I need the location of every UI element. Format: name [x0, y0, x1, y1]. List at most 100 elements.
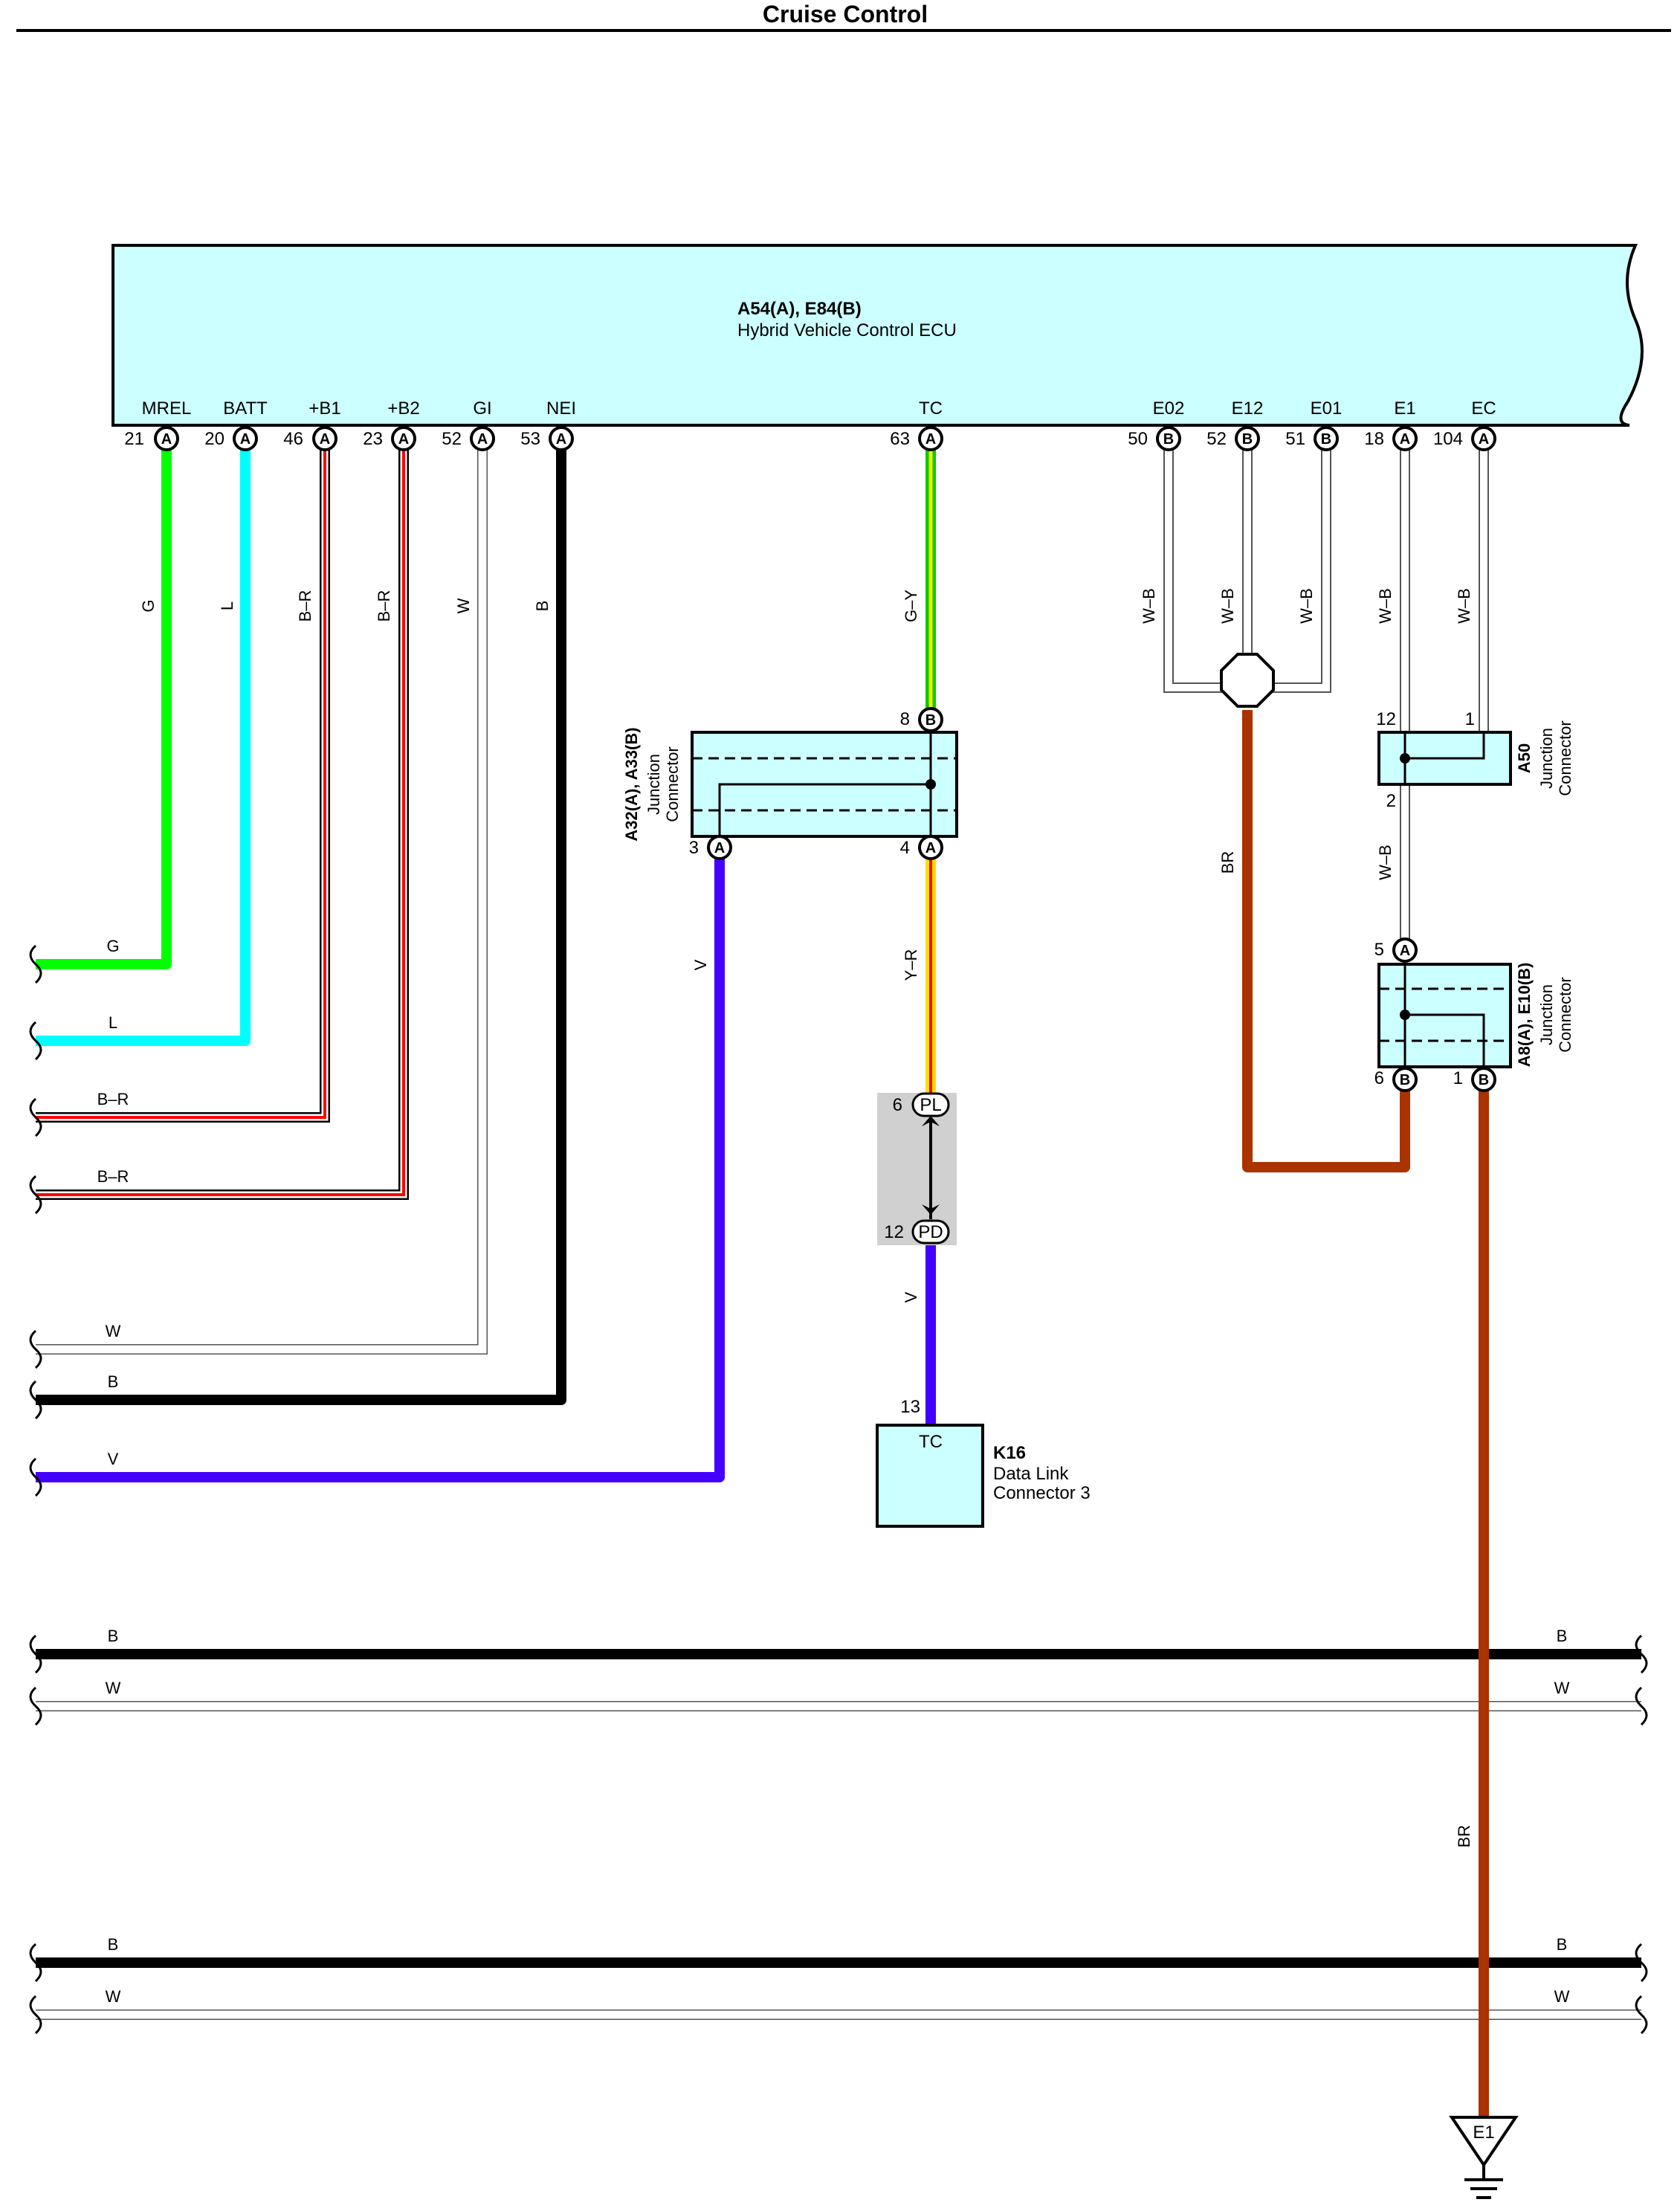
ecu-pin-num-e02: 50: [1128, 429, 1148, 449]
wire-label-dl-v: V: [902, 1291, 920, 1302]
bus-label-w1-left: W: [106, 1679, 121, 1697]
wire-label-a50-wb: W–B: [1376, 845, 1395, 880]
ecu-pin-name-e01: E01: [1311, 398, 1343, 419]
left-label-g: G: [106, 937, 119, 955]
wire-v-left: [36, 848, 725, 1482]
a50-pin2: 2: [1386, 791, 1396, 811]
j1-pin-a-circle: [707, 835, 732, 860]
ecu-pin-11-letter: A: [1479, 431, 1489, 448]
ecu-pin-num-b2: 23: [363, 429, 383, 449]
a8-pin-1-circle: [1471, 1067, 1496, 1092]
bus-label-w2-right: W: [1554, 1987, 1570, 2006]
ecu-pin-name-e1: E1: [1394, 398, 1415, 419]
ecu-pin-num-tc: 63: [890, 429, 910, 449]
wire-w: [36, 439, 488, 1355]
a8-pin5: 5: [1374, 940, 1384, 960]
ecu-pin-3-letter: A: [398, 431, 409, 448]
ecu-pin-num-nei: 53: [520, 429, 540, 449]
wire-label-splice-br: BR: [1218, 851, 1237, 874]
ecu-pin-9-circle: [1314, 426, 1339, 451]
j1-pin3-num: 3: [689, 838, 699, 858]
j1-pin8-num: 8: [900, 709, 910, 729]
left-label-br1: B–R: [97, 1090, 129, 1108]
wire-label-wb2: W–B: [1218, 588, 1237, 624]
ecu-pin-name-b1: +B1: [308, 398, 340, 419]
wire-label-gy: G–Y: [902, 590, 920, 622]
junction-a32-a33: A32(A), A33(B) Junction Connector 8 3 4: [622, 709, 958, 858]
left-label-v: V: [108, 1450, 119, 1468]
a8-pin6: 6: [1374, 1068, 1384, 1088]
j1-pin-in-circle: [918, 707, 943, 732]
ecu-pin-2-letter: A: [320, 431, 330, 448]
ecu-codes: A54(A), E84(B): [737, 299, 862, 319]
wire-label-br2: B–R: [375, 590, 393, 622]
ecu-pin-8-letter: B: [1242, 431, 1253, 448]
wire-l: [36, 439, 251, 1046]
connector-pl-pd: PL PD 6 12: [877, 1092, 957, 1245]
a8-pin-5-circle: [1392, 937, 1418, 963]
ecu-pin-0-circle: [154, 426, 179, 451]
ecu-pin-9-letter: B: [1321, 431, 1331, 448]
left-label-w: W: [106, 1322, 121, 1340]
bus-label-b2-left: B: [108, 1935, 119, 1954]
ecu-pin-4-circle: [470, 426, 495, 451]
ecu-pin-num-b1: 46: [283, 429, 303, 449]
a8-l2: Connector: [1556, 977, 1574, 1053]
wire-br-splice: [1242, 710, 1410, 1172]
a8-pin-1-letter: B: [1479, 1072, 1489, 1088]
bus-labels: B B W W B B W W: [106, 1627, 1570, 2006]
left-label-b: B: [108, 1372, 119, 1391]
j1-codes: A32(A), A33(B): [622, 727, 641, 841]
junction-a50: 12 1 2 A50 Junction Connector: [1376, 709, 1574, 811]
wire-label-w: W: [454, 598, 473, 613]
j1-pin-in-letter: B: [925, 712, 936, 729]
wire-label-l: L: [218, 601, 236, 610]
j1-pin-a-letter: A: [714, 840, 725, 856]
bus-label-w2-left: W: [106, 1987, 121, 2006]
a8-l1: Junction: [1537, 984, 1556, 1045]
ecu-name: Hybrid Vehicle Control ECU: [737, 320, 957, 340]
ecu-pin-name-b2: +B2: [387, 398, 419, 419]
ecu-pin-name-batt: BATT: [223, 398, 268, 419]
a8-codes: A8(A), E10(B): [1515, 963, 1534, 1068]
a8-pin1: 1: [1453, 1068, 1463, 1088]
wire-label-br1: B–R: [296, 590, 314, 622]
ground-label: E1: [1473, 2123, 1494, 2143]
wire-label-wb4: W–B: [1376, 588, 1395, 624]
ecu-pin-name-mrel: MREL: [142, 398, 192, 419]
j1-pin-b-circle: [918, 835, 943, 860]
pl-label: PL: [920, 1095, 941, 1115]
ecu-pin-6-letter: A: [925, 431, 936, 448]
ecu-box: [112, 244, 1644, 427]
wire-b: [36, 439, 566, 1405]
ecu-pin-num-e1: 18: [1364, 429, 1384, 449]
page-title: Cruise Control: [763, 1, 928, 28]
pd-label: PD: [918, 1222, 943, 1242]
bus-label-b1-right: B: [1557, 1627, 1568, 1645]
ecu-pins: MREL BATT +B1 +B2 GI NEI TC E02 E12 E01 …: [124, 398, 1496, 449]
bus-label-w1-right: W: [1554, 1679, 1570, 1697]
a50-l2: Connector: [1556, 720, 1574, 796]
wire-label-ground-br: BR: [1455, 1825, 1473, 1848]
a8-pin-5-letter: A: [1400, 943, 1410, 959]
a50-code: A50: [1515, 743, 1534, 773]
ecu-pin-8-circle: [1235, 426, 1260, 451]
ecu-pin-num-e12: 52: [1206, 429, 1227, 449]
j1-l2: Connector: [663, 746, 682, 822]
ecu-pin-0-letter: A: [161, 431, 172, 448]
ecu-pin-name-tc: TC: [919, 398, 943, 419]
ecu-pin-num-mrel: 21: [124, 429, 144, 449]
wire-label-g: G: [139, 599, 158, 612]
wire-label-j1-a: V: [691, 959, 710, 970]
a50-pin12: 12: [1376, 709, 1396, 729]
ecu-pin-7-letter: B: [1163, 431, 1174, 448]
bus-label-b1-left: B: [108, 1627, 119, 1645]
a8-pin-6-letter: B: [1400, 1072, 1410, 1088]
ecu-pin-num-e01: 51: [1285, 429, 1305, 449]
ecu-pin-name-ec: EC: [1471, 398, 1496, 419]
ecu-pin-10-circle: [1392, 426, 1418, 451]
wire-label-j1-b: Y–R: [902, 949, 920, 981]
pl-num: 6: [893, 1095, 902, 1115]
